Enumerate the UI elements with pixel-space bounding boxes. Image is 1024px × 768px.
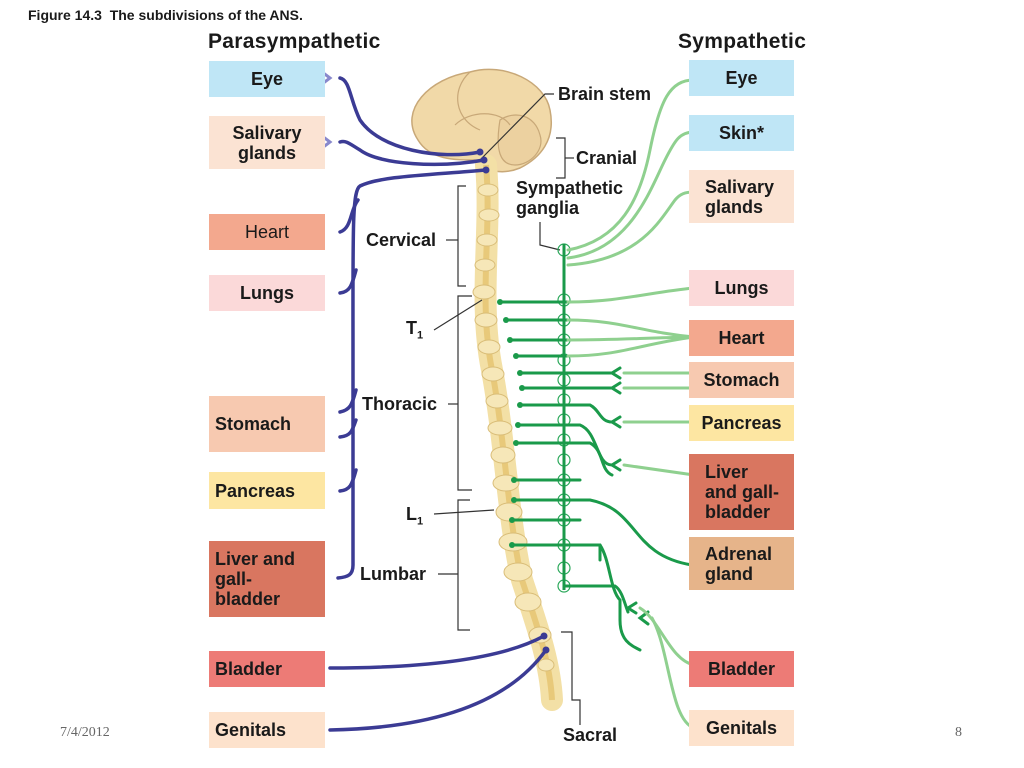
para-target-heart: Heart (209, 214, 325, 250)
label-brain-stem: Brain stem (558, 84, 652, 104)
para-target-bladder: Bladder (209, 651, 325, 687)
symp-target-skin: Skin* (689, 115, 794, 151)
label-t1: T1 (406, 318, 424, 342)
para-target-liver-gallbladder: Liver and gall- bladder (209, 541, 325, 617)
parasympathetic-title: Parasympathetic (208, 30, 381, 53)
footer-date: 7/4/2012 (60, 725, 110, 740)
symp-target-lungs: Lungs (689, 270, 794, 306)
para-target-eye: Eye (209, 61, 325, 97)
label-thoracic: Thoracic (362, 394, 438, 414)
sympathetic-preganglionic (498, 300, 694, 652)
figure-caption: Figure 14.3 The subdivisions of the ANS. (28, 7, 303, 23)
para-target-stomach: Stomach (209, 396, 325, 452)
symp-target-genitals: Genitals (689, 710, 794, 746)
label-cranial: Cranial (576, 148, 638, 168)
symp-target-adrenal-gland: Adrenal gland (689, 537, 794, 590)
symp-target-pancreas: Pancreas (689, 405, 794, 441)
symp-target-heart: Heart (689, 320, 794, 356)
symp-target-salivary-glands: Salivary glands (689, 170, 794, 223)
symp-target-liver-gallbladder: Liver and gall- bladder (689, 454, 794, 530)
label-sacral: Sacral (563, 725, 618, 745)
sympathetic-postganglionic (566, 78, 696, 730)
label-l1: L1 (406, 504, 424, 528)
parasympathetic-nerves (328, 76, 548, 732)
label-sympathetic-ganglia: Sympathetic ganglia (516, 178, 624, 218)
symp-target-eye: Eye (689, 60, 794, 96)
para-target-lungs: Lungs (209, 275, 325, 311)
sympathetic-title: Sympathetic (678, 30, 807, 53)
para-target-genitals: Genitals (209, 712, 325, 748)
para-target-salivary-glands: Salivary glands (209, 116, 325, 169)
footer-page-number: 8 (955, 725, 962, 740)
sympathetic-cell-bodies (497, 299, 525, 548)
para-target-pancreas: Pancreas (209, 472, 325, 509)
region-brackets (433, 93, 581, 725)
parasympathetic-nodes (476, 148, 550, 654)
symp-target-stomach: Stomach (689, 362, 794, 398)
symp-target-bladder: Bladder (689, 651, 794, 687)
label-cervical: Cervical (366, 230, 437, 250)
label-lumbar: Lumbar (360, 564, 427, 584)
